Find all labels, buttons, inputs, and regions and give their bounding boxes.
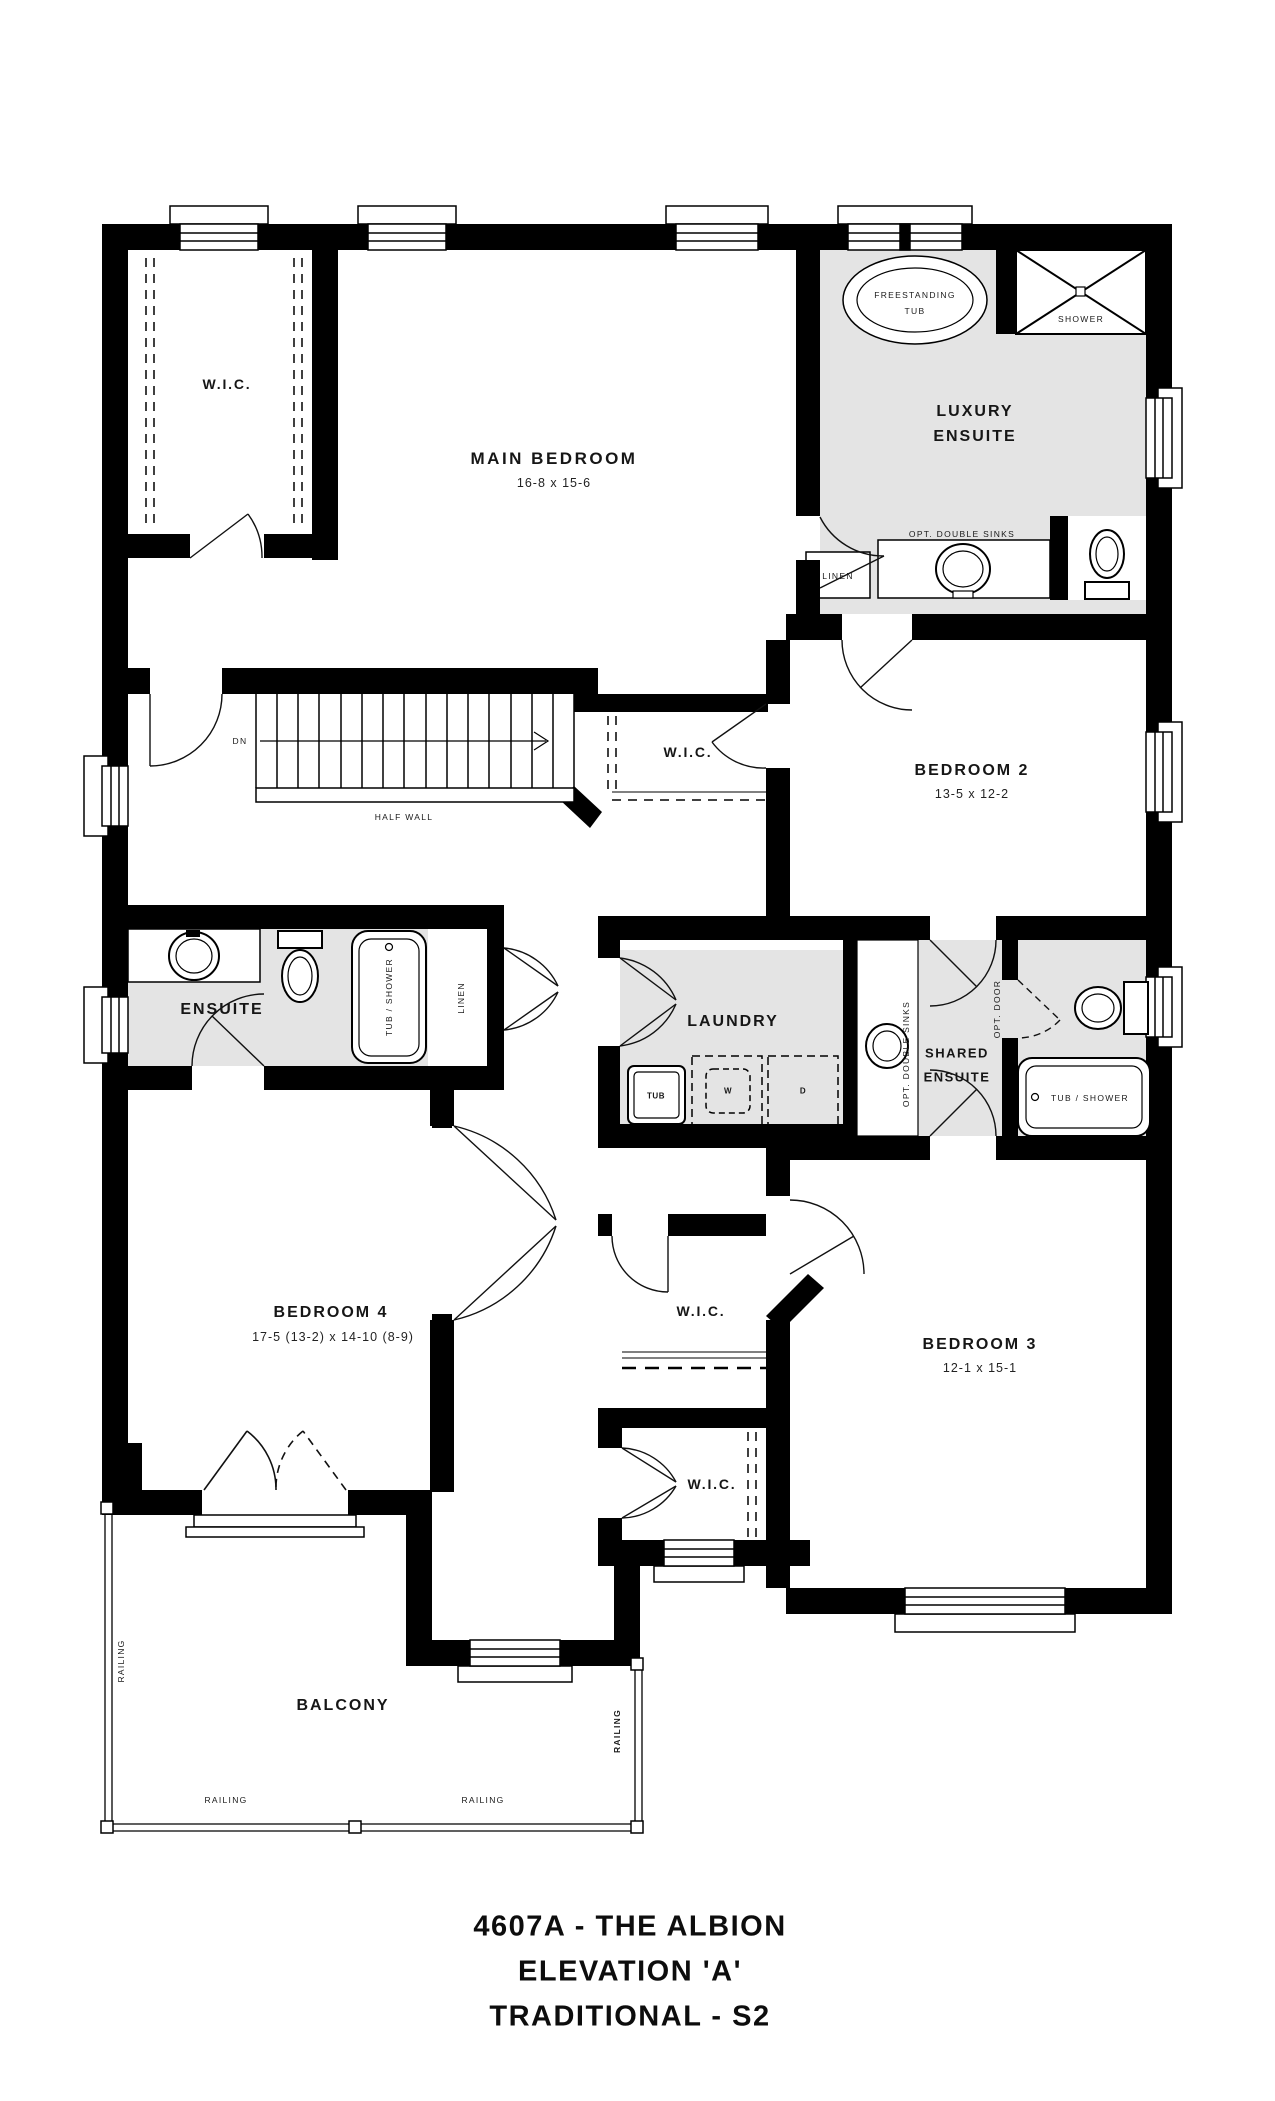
- fixture-label-opt-door: OPT. DOOR: [992, 979, 1002, 1039]
- closet-label-linen-mid: LINEN: [456, 982, 466, 1014]
- room-label-balcony: BALCONY: [296, 1697, 390, 1714]
- sink-luxury: [935, 543, 991, 599]
- stairs: [255, 694, 575, 803]
- room-label-shared-ensuite-1: SHARED: [925, 1045, 989, 1061]
- railing-label-left: RAILING: [116, 1639, 126, 1683]
- plan-title-line2: ELEVATION 'A': [518, 1955, 742, 1988]
- fixture-label-tub-shower-ensuite: TUB / SHOWER: [384, 958, 394, 1036]
- door-bedroom3: [789, 1199, 865, 1275]
- fixture-label-washer: W: [723, 1086, 733, 1096]
- wic-top-rods: [145, 258, 303, 526]
- fixture-label-freestanding-tub-1: FREESTANDING: [874, 290, 956, 300]
- room-label-bedroom4: BEDROOM 4: [273, 1304, 389, 1321]
- dashed-lines: [145, 258, 766, 1538]
- window-luxury-ensuite: [837, 205, 973, 251]
- railing-label-bottom-left: RAILING: [204, 1795, 248, 1805]
- railing-posts: [100, 1501, 644, 1834]
- fixture-label-tub-shower-shared: TUB / SHOWER: [1051, 1093, 1129, 1103]
- fixtures-layer: [168, 249, 1151, 1137]
- room-dims-bedroom3: 12-1 x 15-1: [942, 1361, 1018, 1375]
- room-dims-bedroom2: 13-5 x 12-2: [934, 787, 1010, 801]
- door-luxury-ensuite: [819, 516, 885, 589]
- dryer-box: [767, 1055, 839, 1128]
- french-door-sill: [185, 1514, 365, 1538]
- railing-label-right: RAILING: [612, 1708, 622, 1754]
- window-hall-west: [83, 755, 129, 837]
- sink-ensuite: [168, 930, 220, 981]
- toilet-ensuite: [277, 930, 323, 1003]
- fixture-label-dryer: D: [799, 1086, 807, 1096]
- shower-glass: [1015, 249, 1147, 335]
- door-french-balcony: [203, 1430, 347, 1491]
- windows-layer: [83, 205, 1183, 1683]
- room-label-shared-ensuite-2: ENSUITE: [923, 1069, 991, 1085]
- plan-title-line3: TRADITIONAL - S2: [489, 2000, 771, 2033]
- room-label-wic-bedroom3-lower: W.I.C.: [687, 1476, 737, 1492]
- laundry-tub: [627, 1065, 686, 1125]
- closet-label-linen-top: LINEN: [822, 571, 854, 581]
- window-main-bedroom-1: [357, 205, 457, 251]
- plan-title-line1: 4607A - THE ALBION: [473, 1910, 787, 1943]
- door-linen-mid: [503, 947, 559, 1031]
- window-shared-ensuite: [1145, 966, 1183, 1048]
- door-laundry: [619, 957, 677, 1047]
- window-wic-lower: [653, 1539, 745, 1583]
- room-label-wic-bedroom3-upper: W.I.C.: [676, 1303, 726, 1319]
- room-label-laundry: LAUNDRY: [687, 1013, 779, 1030]
- tub-shower-ensuite: [351, 930, 427, 1064]
- room-label-bedroom3: BEDROOM 3: [922, 1336, 1038, 1353]
- door-wic-upper: [611, 1235, 669, 1293]
- window-wic-top: [169, 205, 269, 251]
- stairs-down-arrow: [260, 731, 550, 751]
- balcony-railing: [100, 1501, 644, 1834]
- tub-shower-shared: [1017, 1057, 1151, 1137]
- door-opt-shared: [1017, 979, 1061, 1039]
- washer-box: [691, 1055, 763, 1128]
- room-label-luxury-ensuite-2: ENSUITE: [933, 428, 1017, 445]
- fixture-label-shower: SHOWER: [1057, 314, 1105, 324]
- freestanding-tub: [842, 255, 988, 345]
- door-wic-mid: [711, 703, 767, 769]
- wic-lower-rods: [747, 1432, 757, 1538]
- window-luxury-east: [1145, 387, 1183, 489]
- room-label-ensuite: ENSUITE: [180, 1001, 264, 1018]
- door-bedroom2: [841, 639, 913, 711]
- room-label-wic-mid: W.I.C.: [663, 744, 713, 760]
- fixture-label-freestanding-tub-2: TUB: [904, 306, 926, 316]
- stairs-label-dn: DN: [232, 736, 248, 746]
- door-wic-top: [189, 513, 263, 559]
- window-main-bedroom-2: [665, 205, 769, 251]
- window-hall-balcony: [457, 1639, 573, 1683]
- window-bedroom3: [894, 1587, 1076, 1633]
- fixture-label-laundry-tub: TUB: [647, 1091, 665, 1101]
- window-ensuite-west: [83, 986, 129, 1064]
- room-dims-main-bedroom: 16-8 x 15-6: [516, 476, 592, 490]
- wic-upper-rods: [622, 1351, 766, 1370]
- toilet-luxury: [1084, 529, 1130, 600]
- door-wic-lower: [621, 1447, 677, 1519]
- door-shared-ensuite-north: [929, 939, 997, 1007]
- room-label-wic-top: W.I.C.: [202, 376, 252, 392]
- door-main-bedroom: [149, 693, 223, 767]
- fixture-label-opt-double-sinks-top: OPT. DOUBLE SINKS: [908, 529, 1016, 539]
- railing-label-bottom-right: RAILING: [461, 1795, 505, 1805]
- room-label-bedroom2: BEDROOM 2: [914, 762, 1030, 779]
- half-wall: [255, 787, 575, 803]
- wic-mid-rods: [607, 700, 766, 801]
- fixture-label-opt-double-sinks-side: OPT. DOUBLE SINKS: [901, 1000, 911, 1108]
- room-label-main-bedroom: MAIN BEDROOM: [470, 449, 638, 468]
- room-dims-bedroom4: 17-5 (13-2) x 14-10 (8-9): [252, 1330, 414, 1344]
- door-bedroom4: [453, 1125, 557, 1321]
- door-shared-ensuite-south: [929, 1069, 997, 1137]
- room-label-luxury-ensuite-1: LUXURY: [936, 403, 1014, 420]
- door-ensuite: [191, 993, 265, 1067]
- window-bedroom2: [1145, 721, 1183, 823]
- doors-layer: [149, 513, 1061, 1519]
- sink-shared: [865, 1023, 909, 1069]
- stairs-label-half-wall: HALF WALL: [374, 812, 434, 822]
- toilet-shared: [1074, 981, 1149, 1035]
